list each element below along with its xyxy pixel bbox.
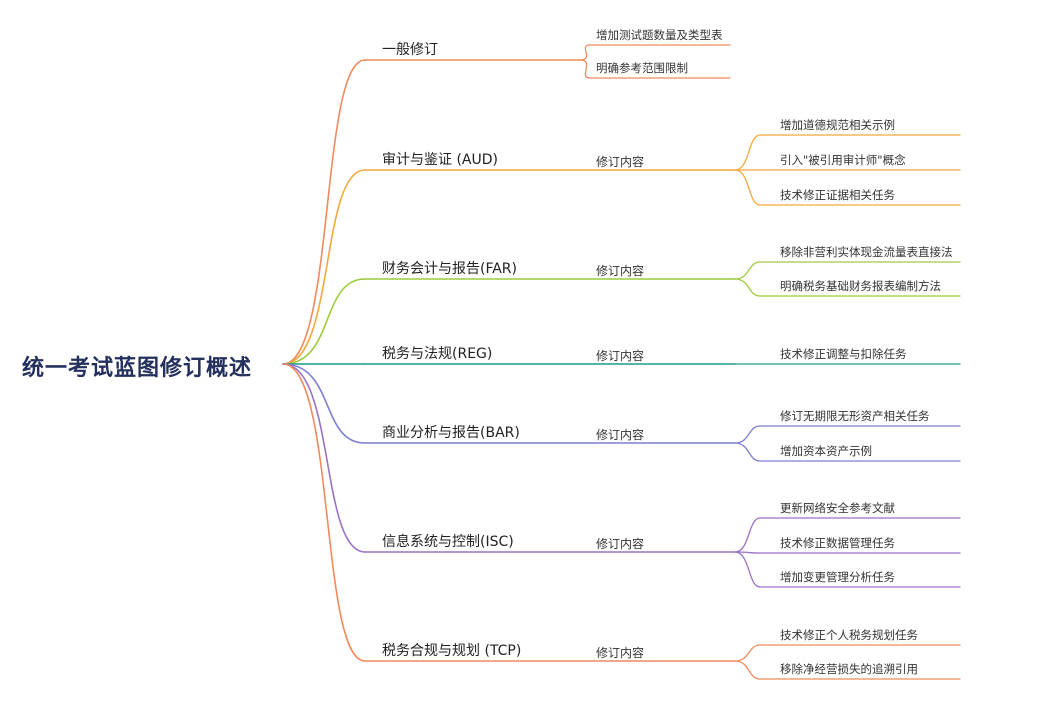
leaf-label: 增加测试题数量及类型表 bbox=[596, 28, 723, 42]
mid-label: 修订内容 bbox=[596, 264, 645, 278]
leaf-connector bbox=[734, 169, 761, 206]
mid-label: 修订内容 bbox=[596, 155, 645, 169]
mid-label: 修订内容 bbox=[596, 428, 645, 442]
leaf-label: 明确参考范围限制 bbox=[596, 61, 688, 75]
branch-label: 税务与法规(REG) bbox=[382, 346, 493, 362]
leaf-connector bbox=[734, 442, 761, 462]
branch-connector bbox=[282, 169, 366, 365]
mid-label: 修订内容 bbox=[596, 646, 645, 660]
leaf-connector bbox=[734, 425, 761, 444]
leaf-connector bbox=[734, 660, 761, 680]
leaf-label: 技术修正数据管理任务 bbox=[780, 536, 895, 550]
leaf-connector bbox=[734, 278, 761, 297]
leaf-label: 明确税务基础财务报表编制方法 bbox=[780, 279, 941, 293]
branch-connector bbox=[282, 59, 366, 365]
leaf-label: 技术修正证据相关任务 bbox=[780, 188, 895, 202]
leaf-label: 增加资本资产示例 bbox=[780, 444, 872, 458]
root-topic: 统一考试蓝图修订概述 bbox=[22, 356, 253, 381]
branch-label: 商业分析与报告(BAR) bbox=[382, 425, 520, 441]
branch-connector bbox=[282, 278, 366, 365]
leaf-connector bbox=[734, 644, 761, 662]
leaf-label: 移除非营利实体现金流量表直接法 bbox=[780, 245, 953, 259]
mid-label: 修订内容 bbox=[596, 349, 645, 363]
leaf-connector bbox=[734, 261, 761, 280]
mid-label: 修订内容 bbox=[596, 537, 645, 551]
leaf-connector bbox=[579, 44, 591, 61]
leaf-connector bbox=[734, 517, 761, 553]
leaf-label: 修订无期限无形资产相关任务 bbox=[780, 409, 930, 423]
leaf-label: 增加道德规范相关示例 bbox=[780, 118, 895, 132]
branch-connector bbox=[282, 363, 366, 444]
leaf-label: 更新网络安全参考文献 bbox=[780, 501, 895, 515]
leaf-connector bbox=[734, 551, 761, 588]
branch-connector bbox=[282, 363, 366, 553]
leaf-label: 技术修正调整与扣除任务 bbox=[780, 347, 907, 361]
branch-label: 一般修订 bbox=[382, 42, 438, 58]
branch-label: 税务合规与规划 (TCP) bbox=[382, 643, 522, 659]
leaf-label: 技术修正个人税务规划任务 bbox=[780, 628, 918, 642]
branch-label: 信息系统与控制(ISC) bbox=[382, 534, 514, 550]
leaf-connector bbox=[734, 134, 761, 171]
leaf-label: 移除净经营损失的追溯引用 bbox=[780, 662, 918, 676]
leaf-label: 引入"被引用审计师"概念 bbox=[780, 153, 906, 167]
leaf-label: 增加变更管理分析任务 bbox=[780, 570, 895, 584]
branch-connector bbox=[282, 363, 366, 662]
branch-label: 财务会计与报告(FAR) bbox=[382, 261, 517, 277]
leaf-connector bbox=[579, 59, 591, 79]
branch-label: 审计与鉴证 (AUD) bbox=[382, 152, 498, 168]
